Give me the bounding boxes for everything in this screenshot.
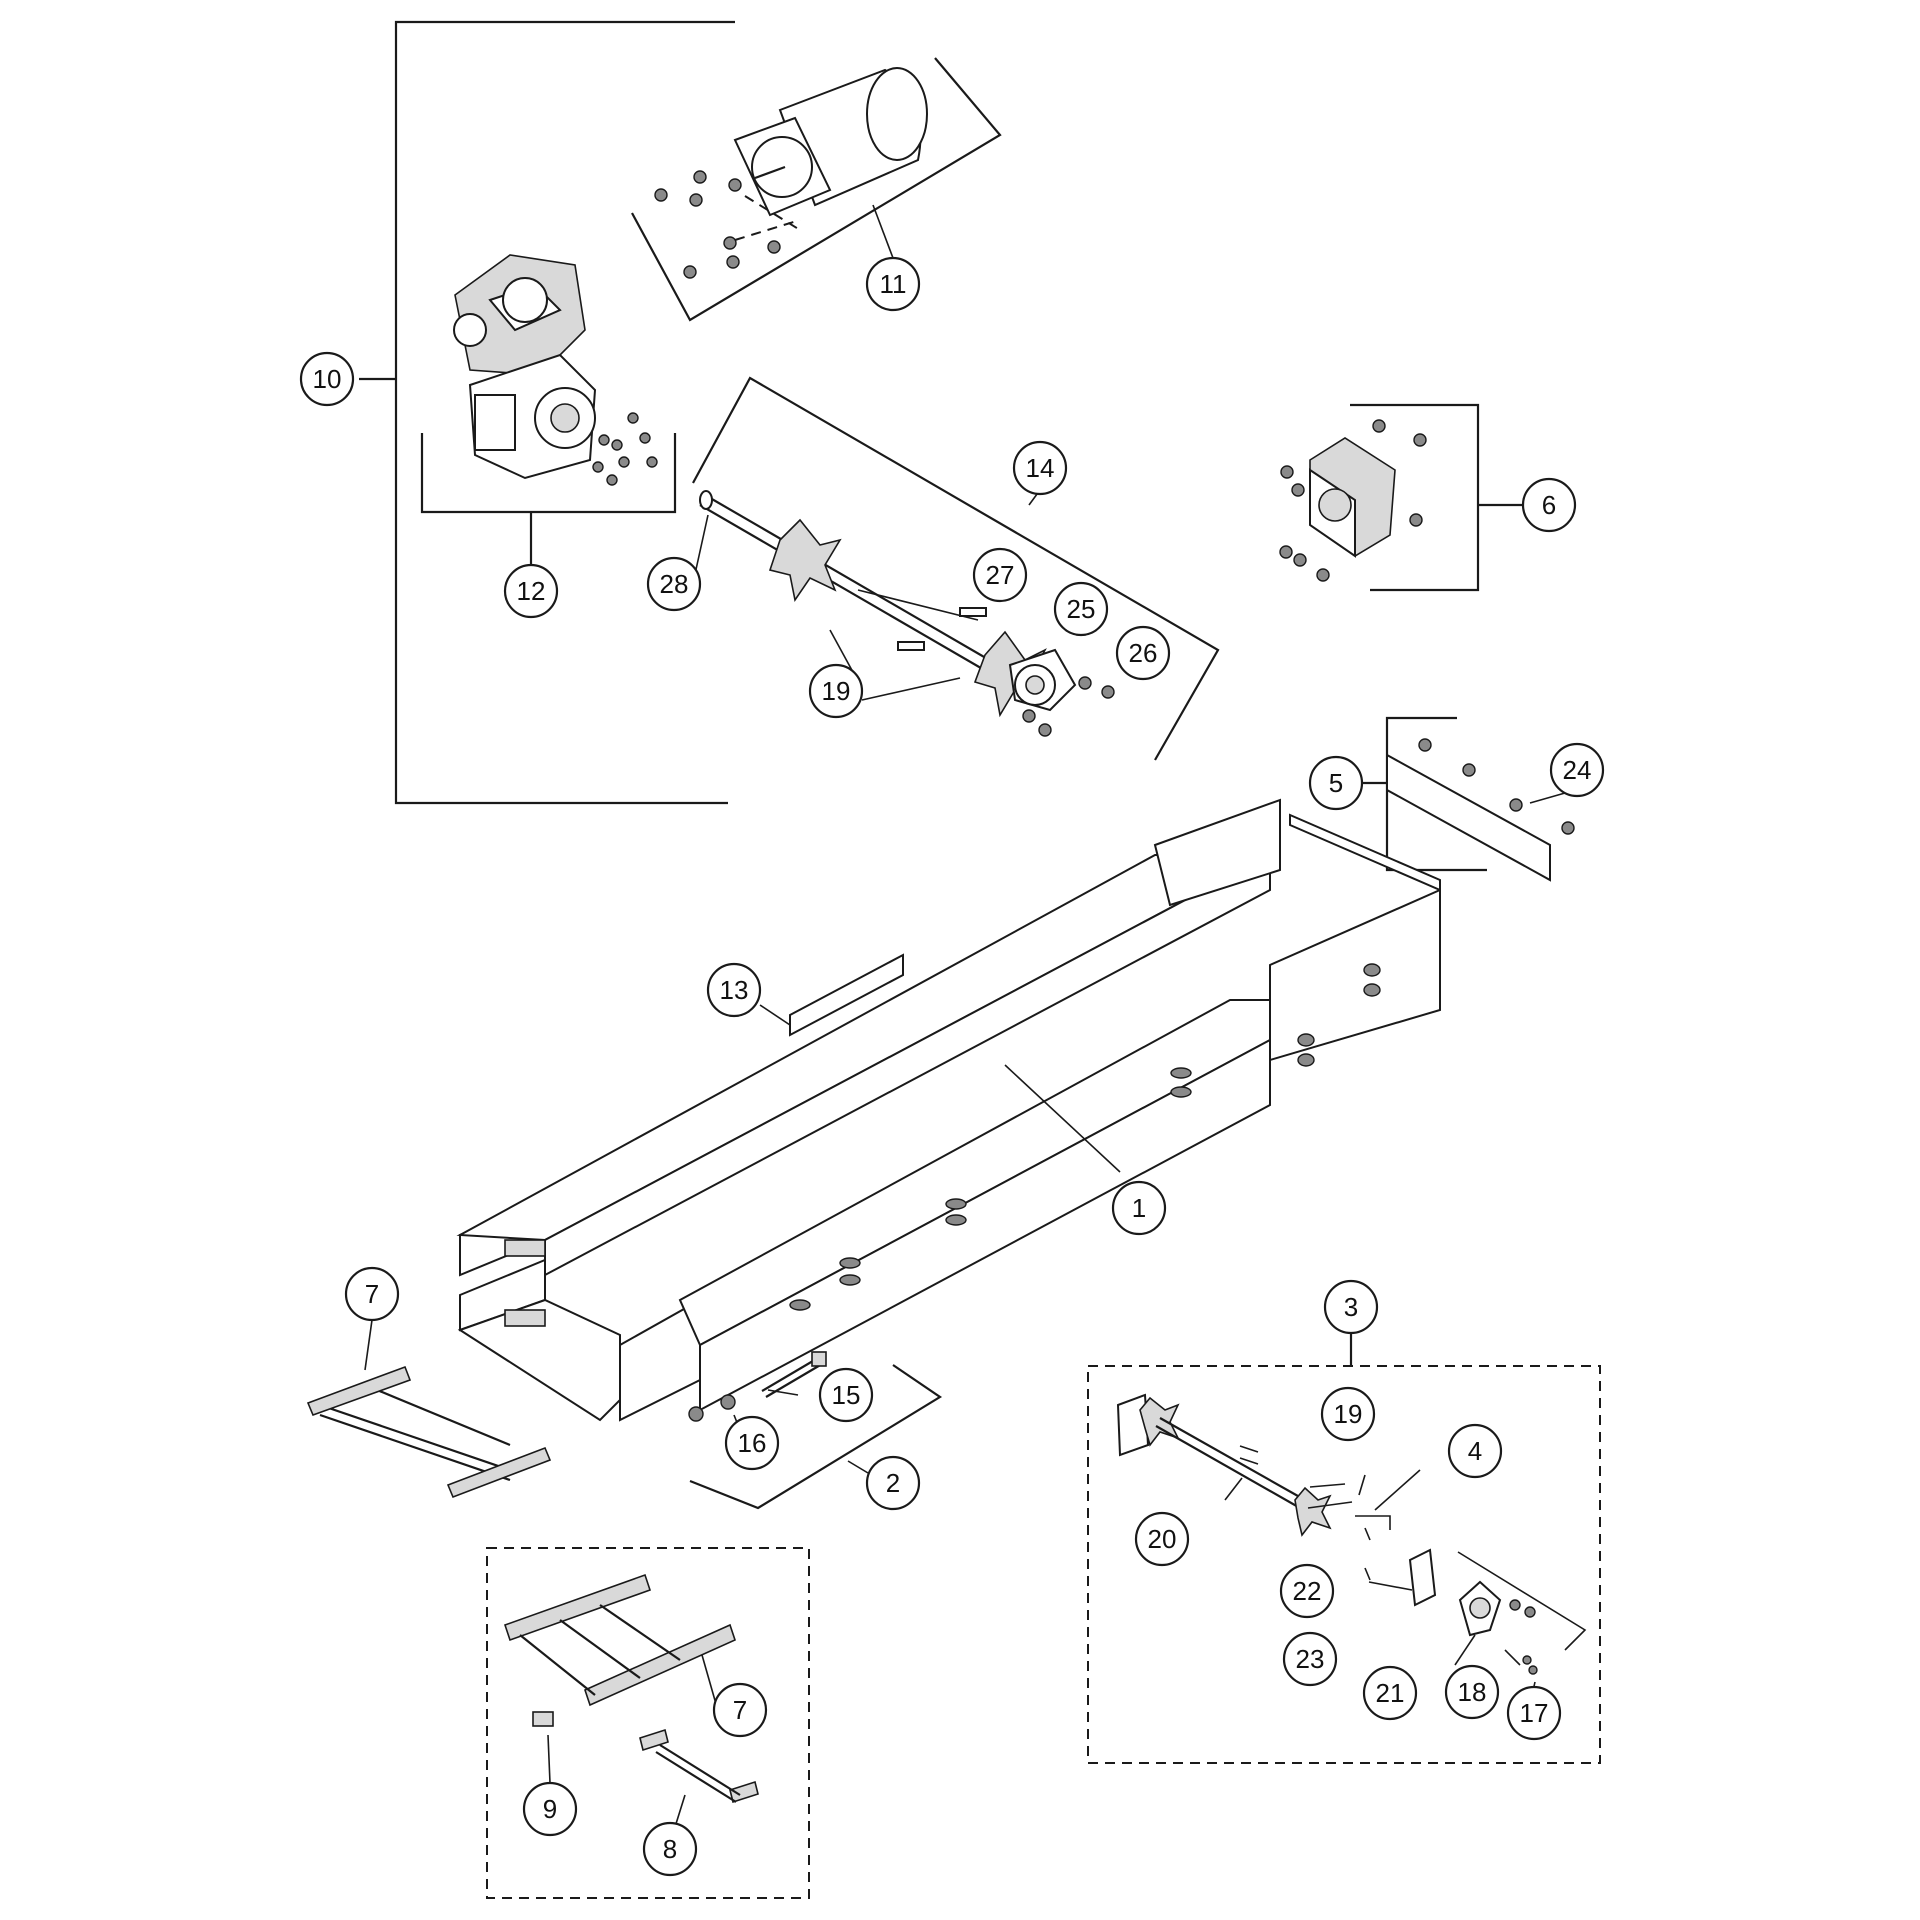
callout-13: 13 bbox=[706, 962, 762, 1018]
callout-12: 12 bbox=[503, 563, 559, 619]
conveyor-frame bbox=[456, 798, 1441, 1422]
svg-text:22: 22 bbox=[1293, 1576, 1322, 1606]
svg-text:24: 24 bbox=[1563, 755, 1592, 785]
callout-14: 14 bbox=[1012, 440, 1068, 496]
svg-text:23: 23 bbox=[1296, 1644, 1325, 1674]
svg-text:20: 20 bbox=[1148, 1524, 1177, 1554]
callout-27: 27 bbox=[972, 547, 1028, 603]
callout-19-lower: 19 bbox=[1320, 1386, 1376, 1442]
gearbox bbox=[420, 254, 677, 565]
plate-5 bbox=[1362, 716, 1575, 882]
callout-26: 26 bbox=[1115, 625, 1171, 681]
callout-16: 16 bbox=[724, 1415, 780, 1471]
svg-text:19: 19 bbox=[1334, 1399, 1363, 1429]
callout-19-upper: 19 bbox=[808, 663, 864, 719]
callout-11: 11 bbox=[865, 256, 921, 312]
svg-text:25: 25 bbox=[1067, 594, 1096, 624]
callout-8: 8 bbox=[642, 1821, 698, 1877]
svg-text:14: 14 bbox=[1026, 453, 1055, 483]
idler-assembly-box bbox=[1087, 1333, 1601, 1764]
callout-9: 9 bbox=[522, 1781, 578, 1837]
callout-1: 1 bbox=[1111, 1180, 1167, 1236]
callout-7-left: 7 bbox=[344, 1266, 400, 1322]
svg-text:18: 18 bbox=[1458, 1677, 1487, 1707]
svg-text:28: 28 bbox=[660, 569, 689, 599]
callout-28: 28 bbox=[646, 556, 702, 612]
callout-5: 5 bbox=[1308, 755, 1364, 811]
callout-23: 23 bbox=[1282, 1631, 1338, 1687]
svg-text:9: 9 bbox=[543, 1794, 557, 1824]
svg-text:3: 3 bbox=[1344, 1292, 1358, 1322]
callout-15: 15 bbox=[818, 1367, 874, 1423]
svg-text:2: 2 bbox=[886, 1468, 900, 1498]
svg-text:5: 5 bbox=[1329, 768, 1343, 798]
callout-25: 25 bbox=[1053, 581, 1109, 637]
callout-18: 18 bbox=[1444, 1664, 1500, 1720]
svg-text:16: 16 bbox=[738, 1428, 767, 1458]
svg-text:1: 1 bbox=[1132, 1193, 1146, 1223]
callout-22: 22 bbox=[1279, 1563, 1335, 1619]
svg-text:7: 7 bbox=[365, 1279, 379, 1309]
svg-text:11: 11 bbox=[880, 269, 907, 299]
svg-text:21: 21 bbox=[1376, 1678, 1405, 1708]
callout-24: 24 bbox=[1549, 742, 1605, 798]
svg-text:15: 15 bbox=[832, 1380, 861, 1410]
callout-3: 3 bbox=[1323, 1279, 1379, 1335]
callout-20: 20 bbox=[1134, 1511, 1190, 1567]
drive-motor bbox=[631, 57, 1002, 322]
svg-text:27: 27 bbox=[986, 560, 1015, 590]
bolt-group-2 bbox=[688, 1351, 943, 1510]
chain-assembly-left bbox=[306, 1319, 552, 1499]
callout-2: 2 bbox=[865, 1455, 921, 1511]
callout-21: 21 bbox=[1362, 1665, 1418, 1721]
svg-text:7: 7 bbox=[733, 1695, 747, 1725]
callout-7-box: 7 bbox=[712, 1682, 768, 1738]
callout-6: 6 bbox=[1521, 477, 1577, 533]
callout-4: 4 bbox=[1447, 1423, 1503, 1479]
svg-text:12: 12 bbox=[517, 576, 546, 606]
label-13 bbox=[759, 953, 904, 1037]
svg-text:10: 10 bbox=[313, 364, 342, 394]
callout-10: 10 bbox=[299, 351, 355, 407]
svg-text:26: 26 bbox=[1129, 638, 1158, 668]
callout-17: 17 bbox=[1506, 1685, 1562, 1741]
drive-shaft-group bbox=[692, 376, 1220, 761]
group-10-bracket bbox=[359, 20, 735, 805]
svg-text:8: 8 bbox=[663, 1834, 677, 1864]
svg-text:4: 4 bbox=[1468, 1436, 1482, 1466]
chain-parts-box bbox=[486, 1547, 810, 1899]
svg-text:19: 19 bbox=[822, 676, 851, 706]
svg-text:13: 13 bbox=[720, 975, 749, 1005]
svg-text:6: 6 bbox=[1542, 490, 1556, 520]
svg-text:17: 17 bbox=[1520, 1698, 1549, 1728]
end-plate-6 bbox=[1279, 403, 1523, 592]
